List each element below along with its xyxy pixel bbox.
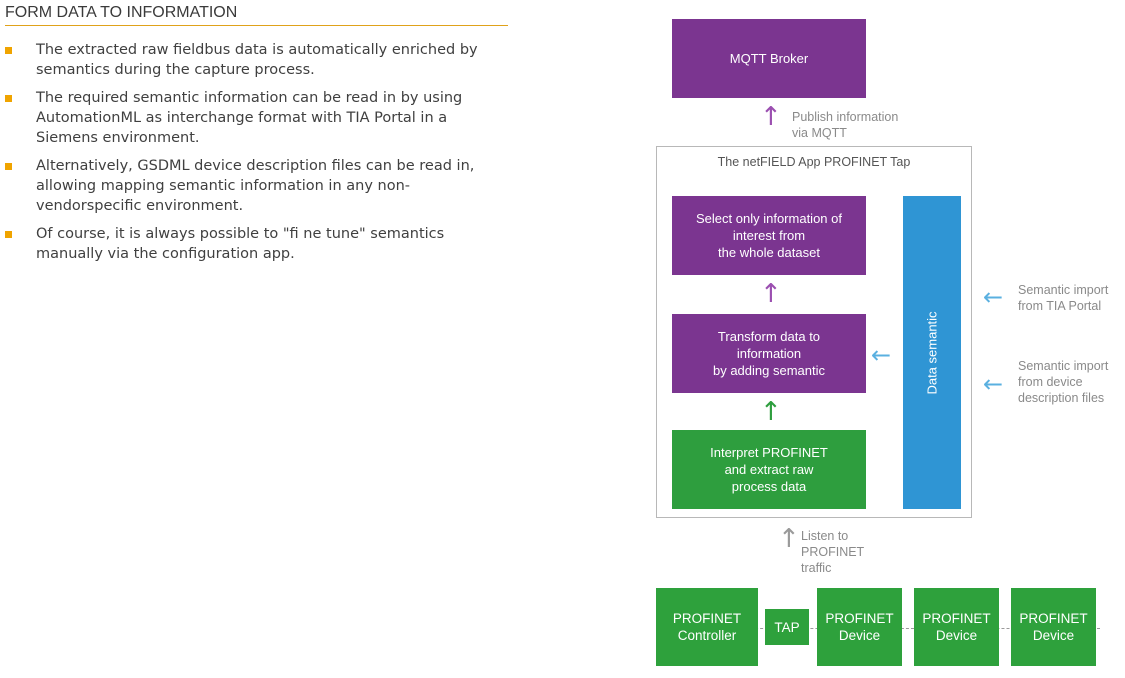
bullet-item: Of course, it is always possible to "fi … xyxy=(0,224,500,264)
section-heading: FORM DATA TO INFORMATION xyxy=(5,3,508,26)
bullet-item: The extracted raw fieldbus data is autom… xyxy=(0,40,500,80)
arrow-left-icon: ← xyxy=(871,341,892,369)
orange-square-icon xyxy=(5,47,12,54)
bullet-text: The required semantic information can be… xyxy=(36,90,463,146)
app-frame xyxy=(656,146,972,518)
profinet-device-box: PROFINET Device xyxy=(817,588,902,666)
data-semantic-bar: Data semantic xyxy=(903,196,961,509)
bullet-item: Alternatively, GSDML device description … xyxy=(0,156,500,216)
arrow-left-icon: ← xyxy=(983,283,1004,311)
mqtt-broker-box: MQTT Broker xyxy=(672,19,866,98)
orange-square-icon xyxy=(5,163,12,170)
arrow-left-icon: ← xyxy=(983,370,1004,398)
interpret-profinet-box: Interpret PROFINET and extract raw proce… xyxy=(672,430,866,509)
profinet-device-box: PROFINET Device xyxy=(914,588,999,666)
bullet-item: The required semantic information can be… xyxy=(0,88,500,148)
arrow-up-icon: ↑ xyxy=(778,524,800,554)
data-semantic-label: Data semantic xyxy=(924,310,940,395)
arrow-up-icon: ↑ xyxy=(760,397,782,427)
arrow-up-icon: ↑ xyxy=(760,279,782,309)
arrow-up-icon: ↑ xyxy=(760,102,782,132)
semantic-import-tia-note: Semantic import from TIA Portal xyxy=(1018,283,1109,313)
semantic-import-device-note: Semantic import from device description … xyxy=(1018,359,1109,405)
tap-box: TAP xyxy=(765,609,809,645)
publish-note: Publish information via MQTT xyxy=(792,110,899,140)
transform-data-box: Transform data to information by adding … xyxy=(672,314,866,393)
bullet-text: Alternatively, GSDML device description … xyxy=(36,158,475,214)
bullet-text: Of course, it is always possible to "fi … xyxy=(36,226,445,262)
orange-square-icon xyxy=(5,231,12,238)
select-info-box: Select only information of interest from… xyxy=(672,196,866,275)
profinet-controller-box: PROFINET Controller xyxy=(656,588,758,666)
orange-square-icon xyxy=(5,95,12,102)
frame-title: The netFIELD App PROFINET Tap xyxy=(717,155,911,169)
bullet-list: The extracted raw fieldbus data is autom… xyxy=(0,40,500,272)
profinet-device-box: PROFINET Device xyxy=(1011,588,1096,666)
listen-note: Listen to PROFINET traffic xyxy=(801,529,865,575)
bullet-text: The extracted raw fieldbus data is autom… xyxy=(36,42,478,78)
